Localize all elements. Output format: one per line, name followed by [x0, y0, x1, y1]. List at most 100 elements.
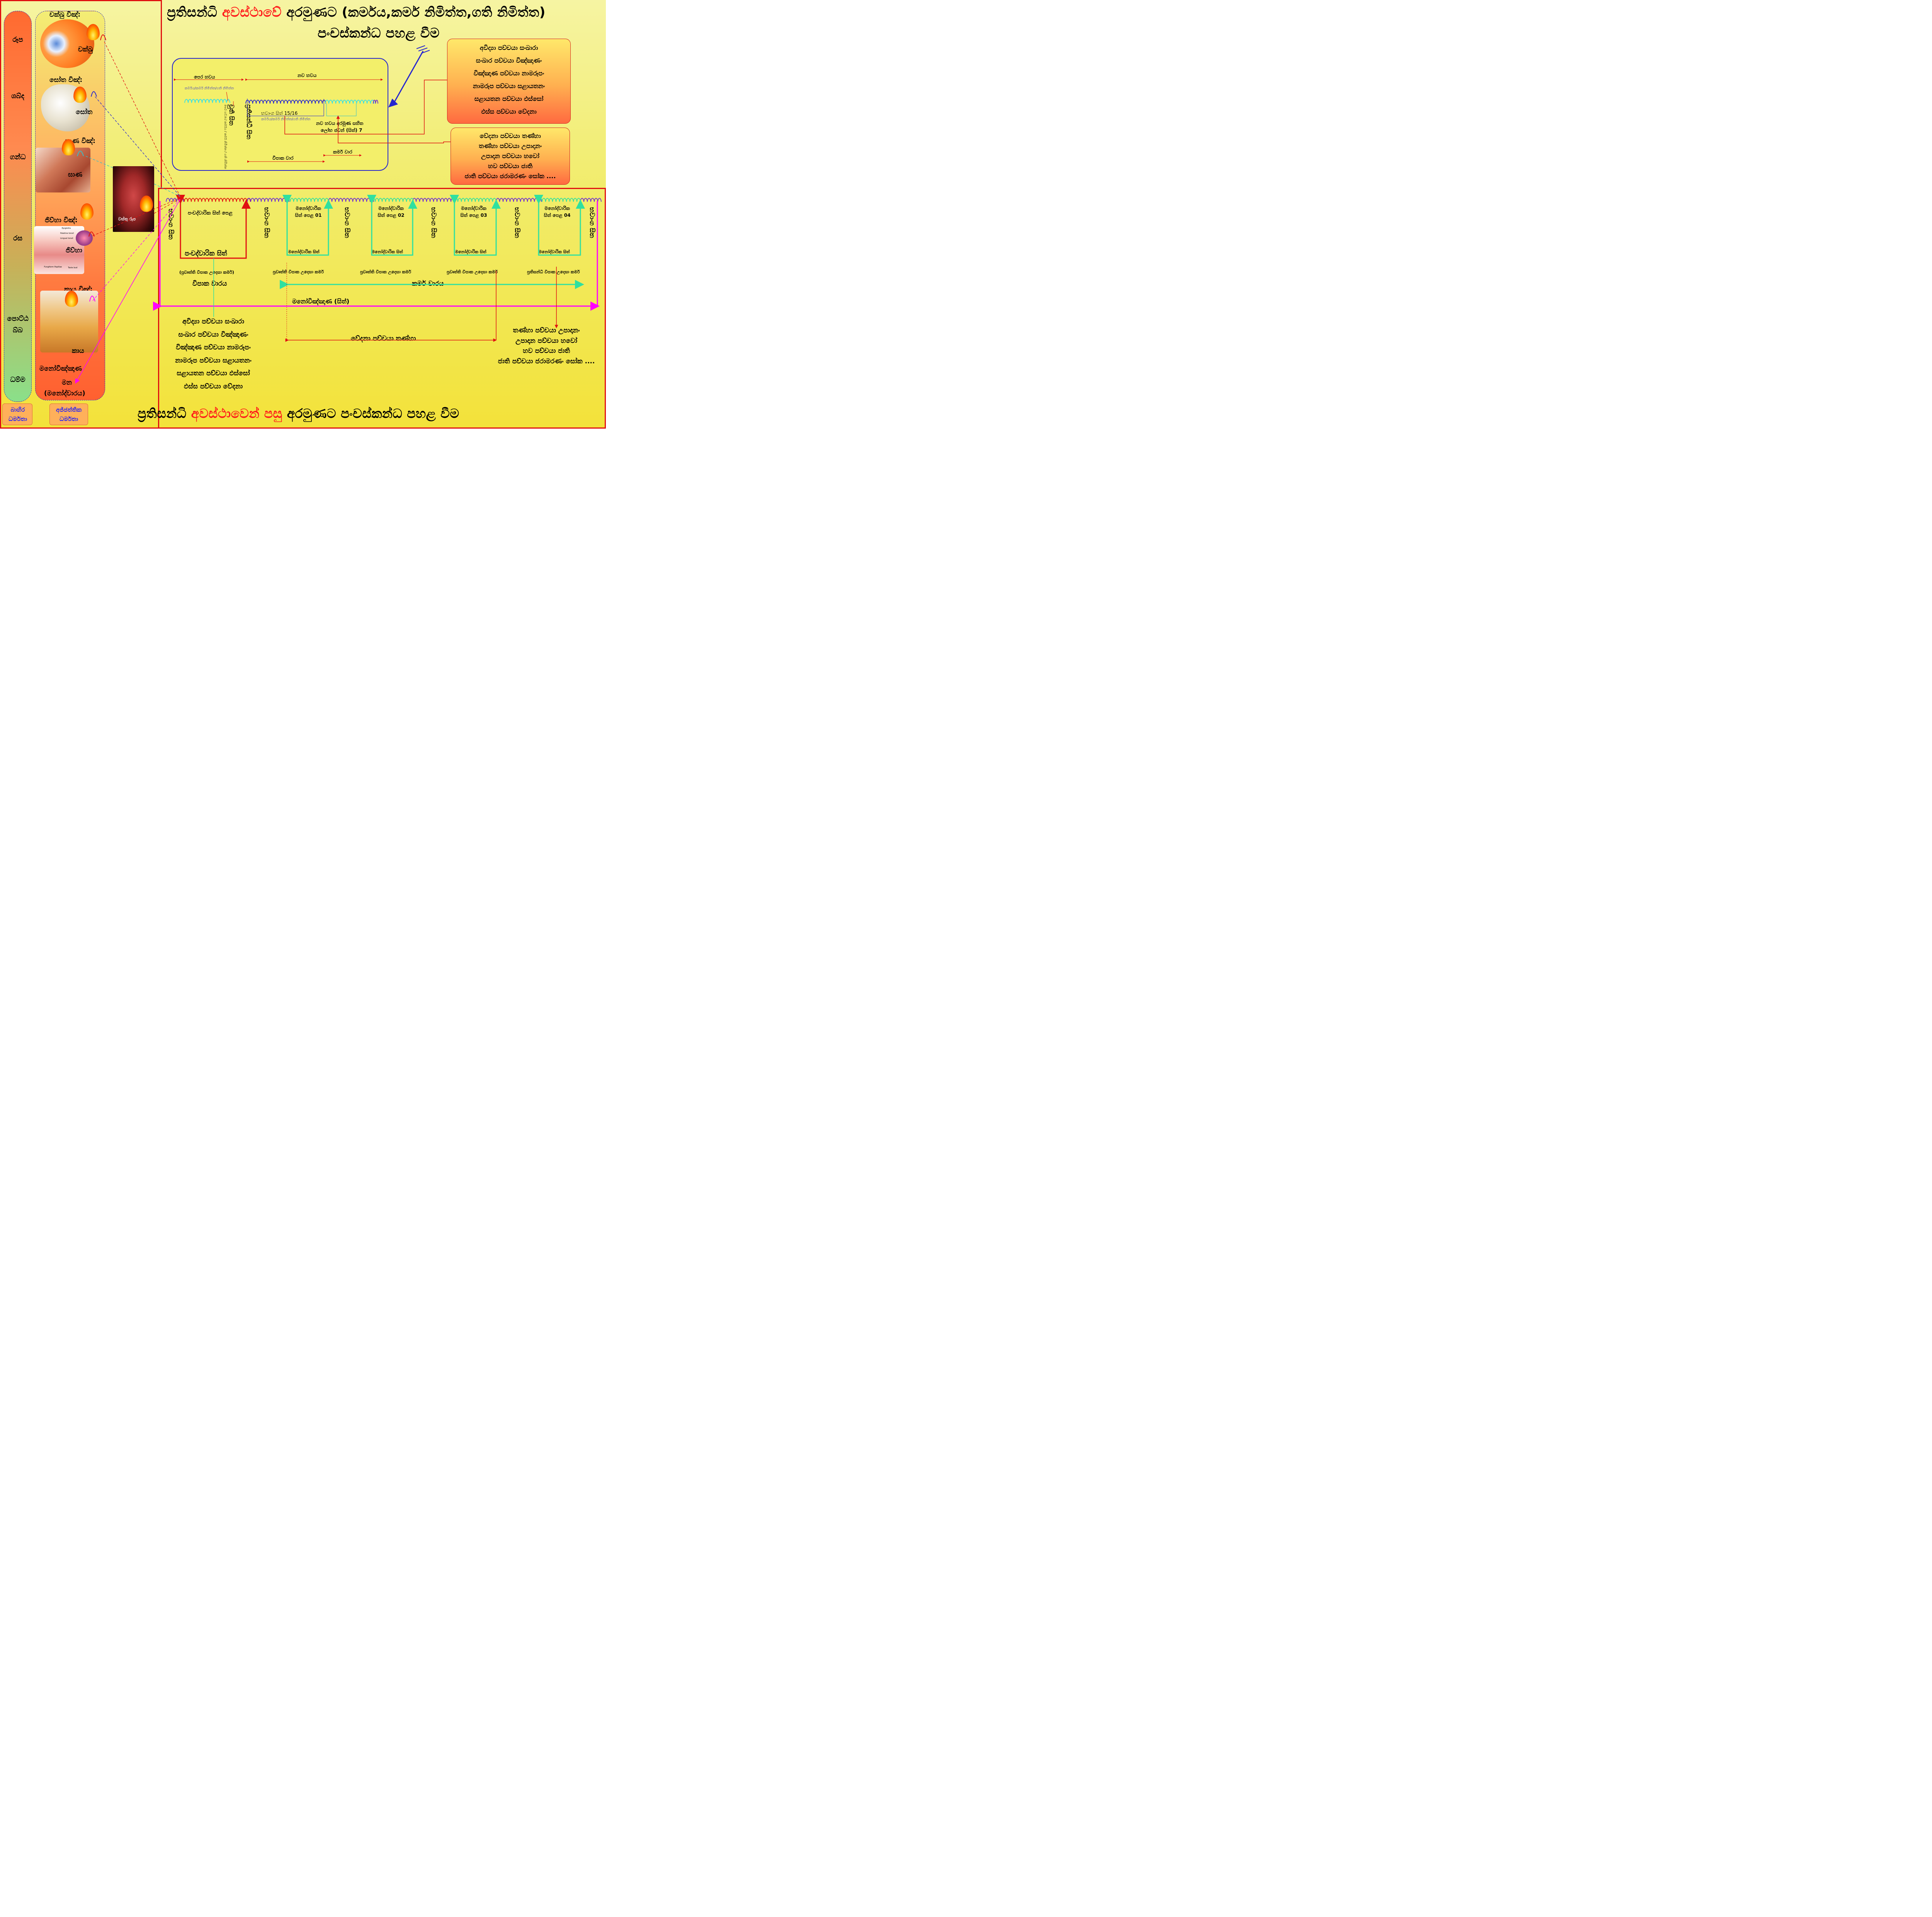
inset-bhavanga-sub: කර්මය/කර්ම නිමිත්ත/ගති නිමිත්ත — [261, 117, 311, 121]
title-word: ප්‍රතිසන්ධි — [138, 406, 187, 421]
inset-karma: කර්ම වාර — [333, 149, 352, 155]
box-one-connector — [284, 80, 447, 134]
flame-icon — [140, 196, 153, 212]
manodvarika-bracket-01 — [282, 195, 333, 256]
inset-wave-bhavanga — [245, 100, 326, 104]
timeline-wave-bhavanga-4 — [496, 198, 542, 202]
organ-connectors — [85, 41, 180, 301]
timeline-wave-pancadvara — [180, 198, 251, 202]
body-connector — [92, 198, 180, 301]
inset-box — [172, 58, 388, 171]
flame-icon — [87, 24, 100, 40]
outer-frame — [0, 0, 162, 429]
inset-bhavanga: භවාංග සිත් 15/16 — [261, 111, 298, 116]
ajjhattika-label-box — [49, 403, 88, 425]
timeline-bhavanga-5: භවාංග සිත — [588, 207, 596, 238]
timeline-wave-bhavanga-2 — [328, 198, 374, 202]
chain-line: නාමරූප පච්චයා සළායතනං — [175, 356, 252, 364]
manodvarika-bracket-03 — [450, 195, 501, 256]
eye-connector — [104, 41, 180, 197]
title-word: ප්‍රතිසන්ධි — [167, 5, 218, 20]
vipaka-varaya: විපාක වාරය — [192, 280, 227, 288]
timeline-wave-bhavanga-1 — [247, 198, 289, 202]
title-word: අරමුණට (කර්මය,කර්ම නිමිත්ත,ගති නිමිත්ත) — [286, 5, 546, 20]
inset-nava-bhavaya: නව හවය — [298, 73, 317, 78]
inset-javana-line — [326, 104, 357, 116]
title-accent: අවස්ථාවේ — [222, 5, 282, 20]
timeline-arrows — [153, 195, 600, 311]
paticca-line: නාමරූප පච්චයා සළායතනං — [473, 82, 545, 90]
timeline-bhavanga-1: භවාංග සිත — [263, 207, 270, 238]
top-title-line1: ප්‍රතිසන්ධි අවස්ථාවේ අරමුණට (කර්මය,කර්ම … — [167, 5, 546, 20]
paticca-line: ඵස්ස පච්චයා වේදනා — [481, 108, 537, 115]
wave-group — [166, 99, 602, 202]
title-word: අරමුණට පංචස්කන්ධ පහළ වීම — [287, 406, 459, 421]
pancadvarika-note: (ප්‍රවෘත්ති විපාක උදෙසා කර්ම) — [179, 270, 235, 275]
tongue-label-taste-bud: Taste bud — [68, 267, 78, 269]
tongue-label-lingual: Lingual tonsil — [60, 237, 73, 240]
top-title-line2: පංචස්කන්ධ පහළ වීම — [318, 26, 440, 41]
bahira-item-dhamma: ධම්ම — [10, 376, 26, 384]
box-two-connector — [336, 115, 451, 143]
timeline-wave-manodvara-1 — [286, 198, 329, 202]
inset-pera-vertical: පෙර හවයේ කර්මය / කර්ම නිමිත්ත / ගති නිමි… — [224, 104, 227, 169]
top-frame-right — [161, 0, 162, 189]
paticca-line: උපාදාන පච්චයා හවෝ — [481, 152, 539, 160]
mana-name: මන — [62, 379, 72, 386]
bahira-item-rupa: රූප — [12, 36, 23, 44]
timeline-bhavanga-3: භවාංග සිත — [430, 207, 437, 238]
tongue-label-epiglottis: Epiglottis — [62, 227, 71, 230]
timeline-wave-manodvara-3 — [454, 198, 497, 202]
diagram-lines — [75, 34, 602, 384]
karma-note-01: ප්‍රවෘත්ති විපාක උදෙසා කර්ම — [273, 269, 324, 274]
mana-sub: (මනෝද්වාරය) — [44, 390, 85, 397]
inset-pera-bhavaya: පෙර හවය — [194, 74, 215, 80]
chain-line: හව පච්චයා ජාති — [522, 347, 570, 355]
chain-line: තණ්හා පච්චයා උපාදානං — [513, 327, 580, 334]
paticca-line: විඤ්ඤාණ පච්චයා නාමරූපං — [473, 70, 544, 77]
chain-line: අවිද්‍යා පච්චයා සංඛාරා — [182, 318, 245, 325]
karma-note-04: ප්‍රතිසන්ධි විපාක උදෙසා කර්ම — [527, 269, 580, 274]
pancadvarika-label: පංචද්වාරික සිත් — [185, 250, 227, 257]
heart-connector — [154, 198, 180, 214]
organ-arcs — [77, 34, 106, 302]
pancadvarika-pela: පංචද්වාරික සිත් පෙළ — [188, 210, 233, 216]
organ-title-eye: චක්ඛු විඤ්: — [49, 11, 81, 19]
mana-connector — [75, 199, 180, 384]
bahira-label-box — [2, 403, 32, 425]
karma-note-03: ප්‍රවෘත්ති විපාක උදෙසා කර්ම — [447, 269, 498, 274]
manodvarika-label-04: මනෝද්වාරික සිත් — [539, 249, 570, 254]
bahira-item-sabda: ශබ්ද — [11, 92, 24, 100]
timeline-wave-bhavanga-3 — [412, 198, 455, 202]
manodvarika-label-01: මනෝද්වාරික සිත් — [288, 249, 320, 254]
organ-name-body: කාය — [72, 347, 84, 355]
chain-line: ඵස්ස පච්චයා වේදනා — [184, 382, 243, 390]
bahira-item-rasa: රස — [13, 234, 22, 242]
flame-icon — [80, 203, 94, 220]
timeline-wave-manodvara-2 — [371, 198, 414, 202]
timeline-wave-manodvara-4 — [538, 198, 581, 202]
timeline-bhavanga-4: භවාංග සිත — [513, 207, 521, 238]
inset-cuti: චුති සිත — [228, 104, 235, 126]
paticca-line: ජාති පච්චයා ජරාමරණං සෝක .... — [464, 172, 556, 180]
eye-image — [40, 19, 94, 68]
chain-line: සළායතන පච්චයා ඵස්සෝ — [177, 369, 250, 377]
inset-bhavanga-line — [247, 99, 324, 116]
inset-karma-nimitta: කර්මය/කර්ම නිමිත්ත/ගති නිමිත්ත — [185, 87, 234, 90]
chain-bottom-right: තණ්හා පච්චයා උපාදානං උපාදාන පච්චයා හවෝ හ… — [488, 325, 604, 366]
bottom-title: ප්‍රතිසන්ධි අවස්ථාවෙන් පසු අරමුණට පංචස්ක… — [138, 406, 459, 421]
inset-guides — [174, 78, 383, 163]
bahira-item-gandha: ගන්ධ — [10, 153, 26, 161]
inset-lobha: ලෝභ ජවන් (සිත්) 7 — [321, 128, 362, 133]
chain-line: ජාති පච්චයා ජරාමරණං සෝක .... — [498, 357, 595, 365]
nose-connector — [85, 156, 180, 197]
organ-title-tongue: ජිව්හා විඤ්: — [45, 216, 78, 224]
paticca-line: අවිද්‍යා පච්චයා සංඛාරා — [480, 44, 538, 51]
paticca-line: සංඛාර පච්චයා විඤ්ඤාණං — [476, 57, 542, 64]
paticca-box-one: අවිද්‍යා පච්චයා සංඛාරා සංඛාර පච්චයා විඤ්… — [447, 39, 571, 124]
tongue-label-palatine: Palatine tonsil — [60, 232, 74, 235]
heart-label: වස්තු රූප — [118, 216, 136, 221]
chain-bottom-left: අවිද්‍යා පච්චයා සංඛාරා සංඛාර පච්චයා විඤ්… — [151, 315, 275, 393]
pancadvarika-bracket — [176, 195, 251, 259]
manodvarika-bracket-04 — [534, 195, 585, 256]
